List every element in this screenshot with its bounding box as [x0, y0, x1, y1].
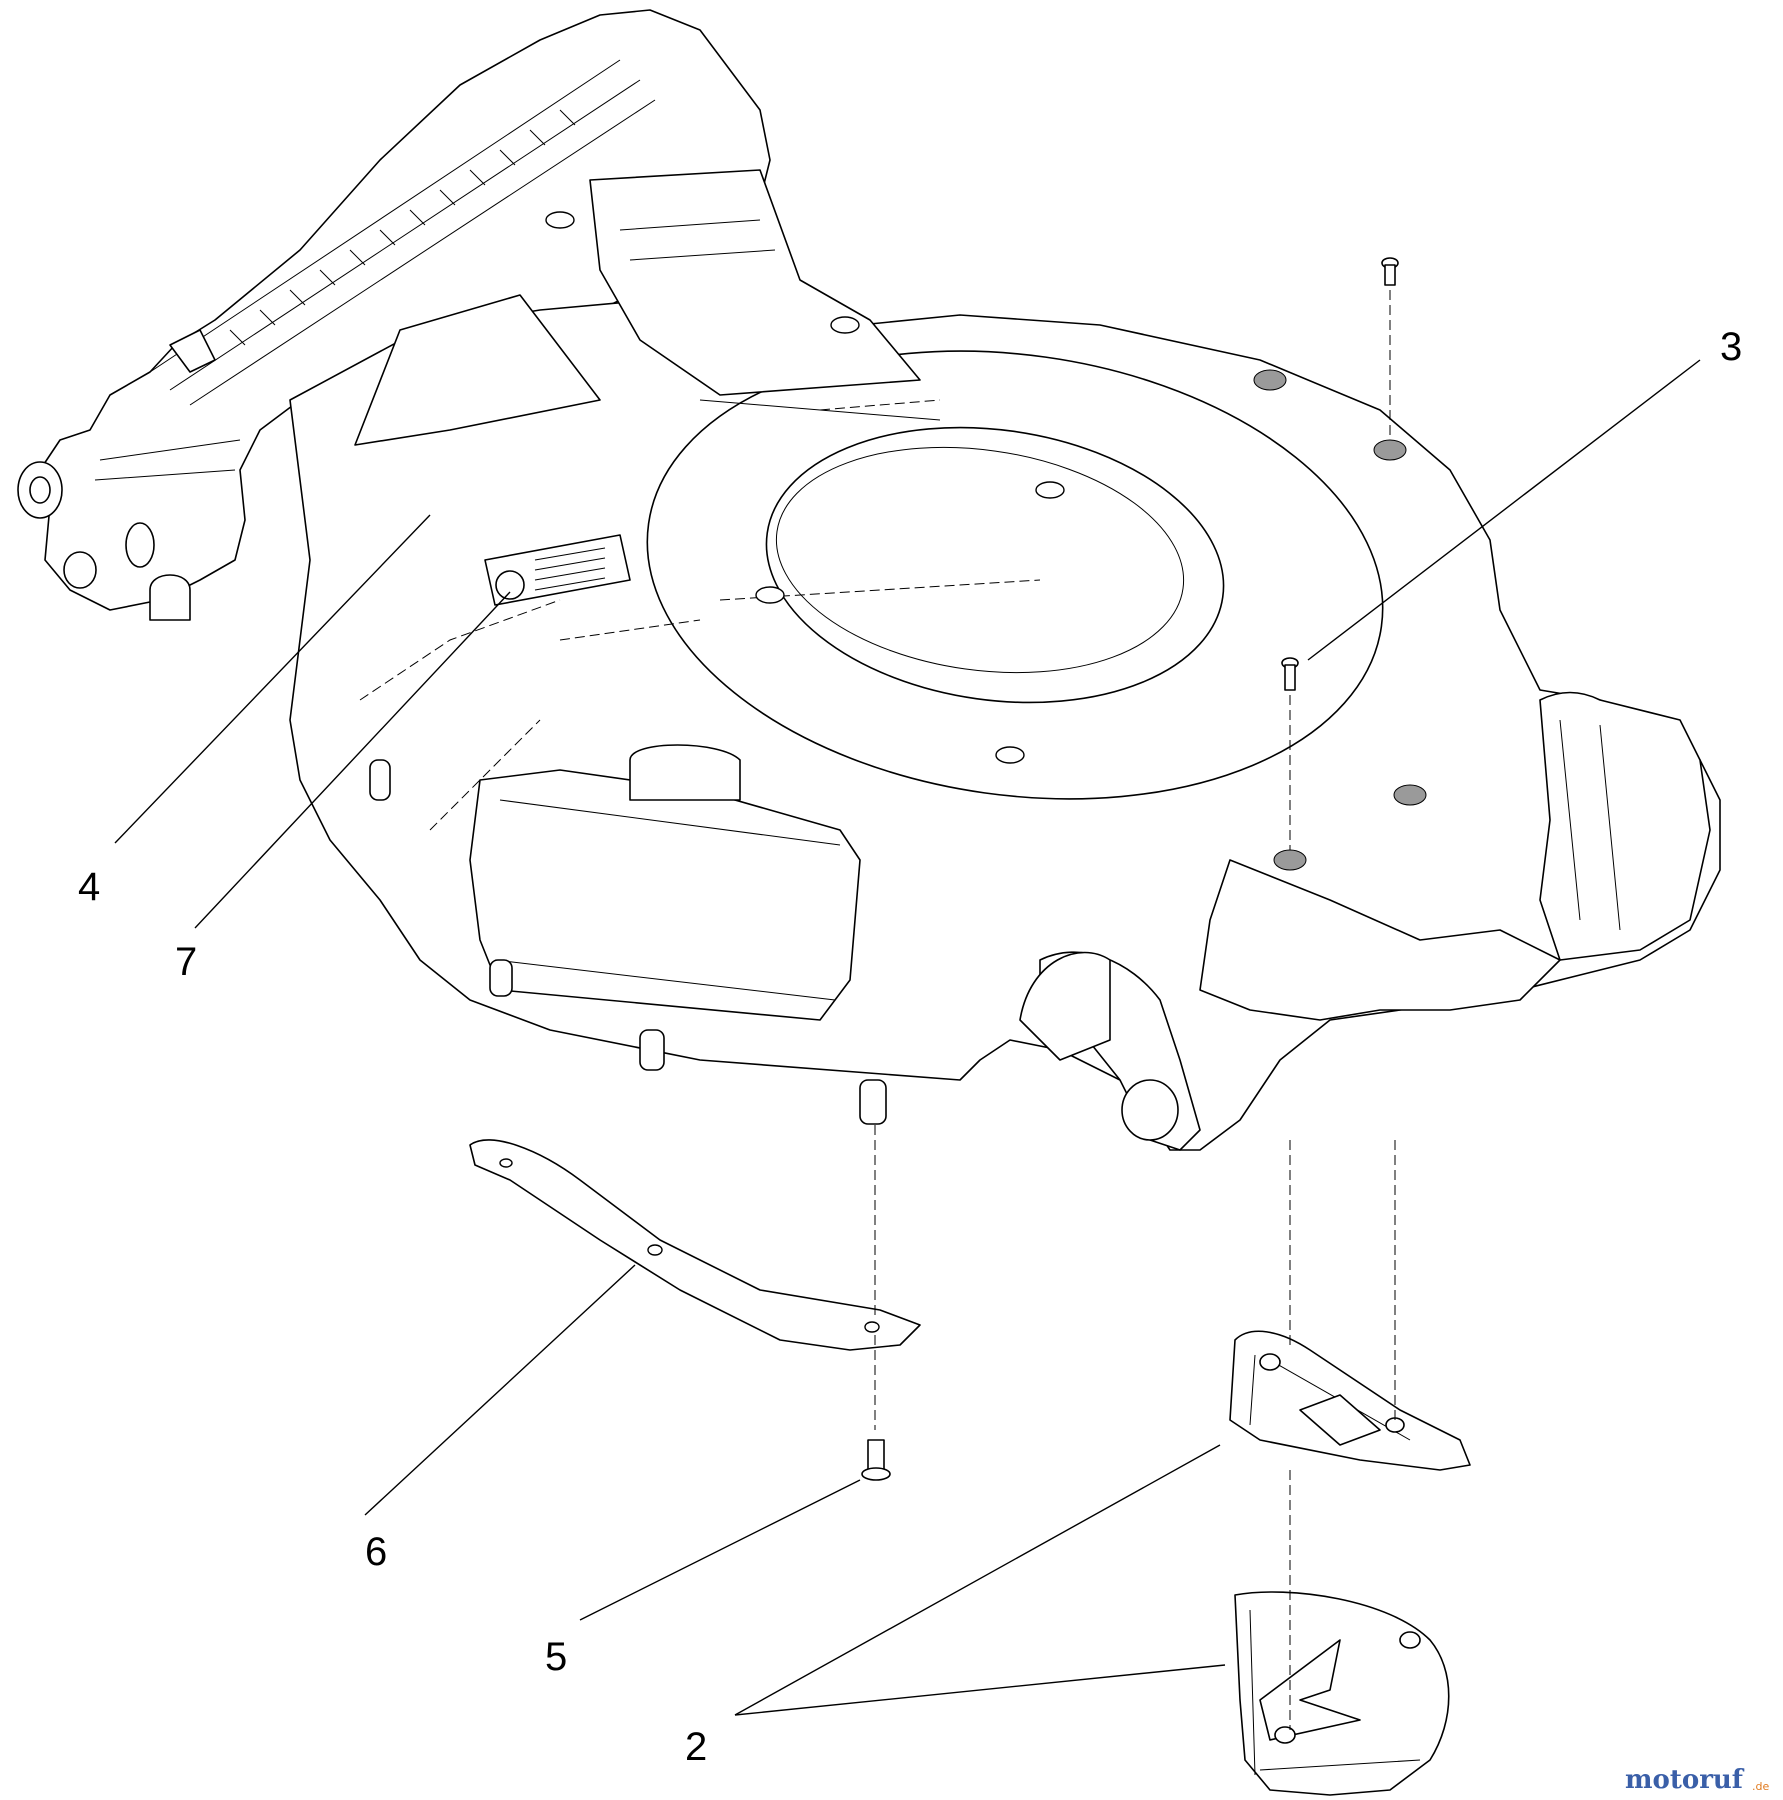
handle-assembly — [17, 9, 771, 621]
watermark-logo: motoruf .de — [1625, 1765, 1769, 1795]
mower-deck-housing — [289, 169, 1721, 1151]
watermark-brand: motoruf — [1625, 1765, 1745, 1795]
screw-3-lower — [1281, 657, 1299, 850]
callout-5: 5 — [545, 1635, 567, 1679]
callout-6: 6 — [365, 1530, 387, 1574]
decal-7 — [484, 534, 631, 606]
deflector-2-upper — [1229, 1140, 1471, 1471]
callout-labels: 3 4 7 6 5 2 — [78, 325, 1742, 1769]
deck-boss-holes — [545, 211, 1427, 871]
screw-3-upper — [1381, 257, 1399, 440]
leader-lines — [114, 359, 1701, 1716]
baffle-6 — [469, 1125, 921, 1430]
callout-4: 4 — [78, 865, 100, 909]
decal-4 — [354, 294, 601, 446]
callout-3: 3 — [1720, 325, 1742, 369]
callout-2: 2 — [685, 1725, 707, 1769]
bolt-5 — [861, 1439, 891, 1481]
deflector-2-lower — [1234, 1470, 1450, 1796]
watermark-suffix: .de — [1752, 1780, 1769, 1793]
callout-7: 7 — [175, 940, 197, 984]
